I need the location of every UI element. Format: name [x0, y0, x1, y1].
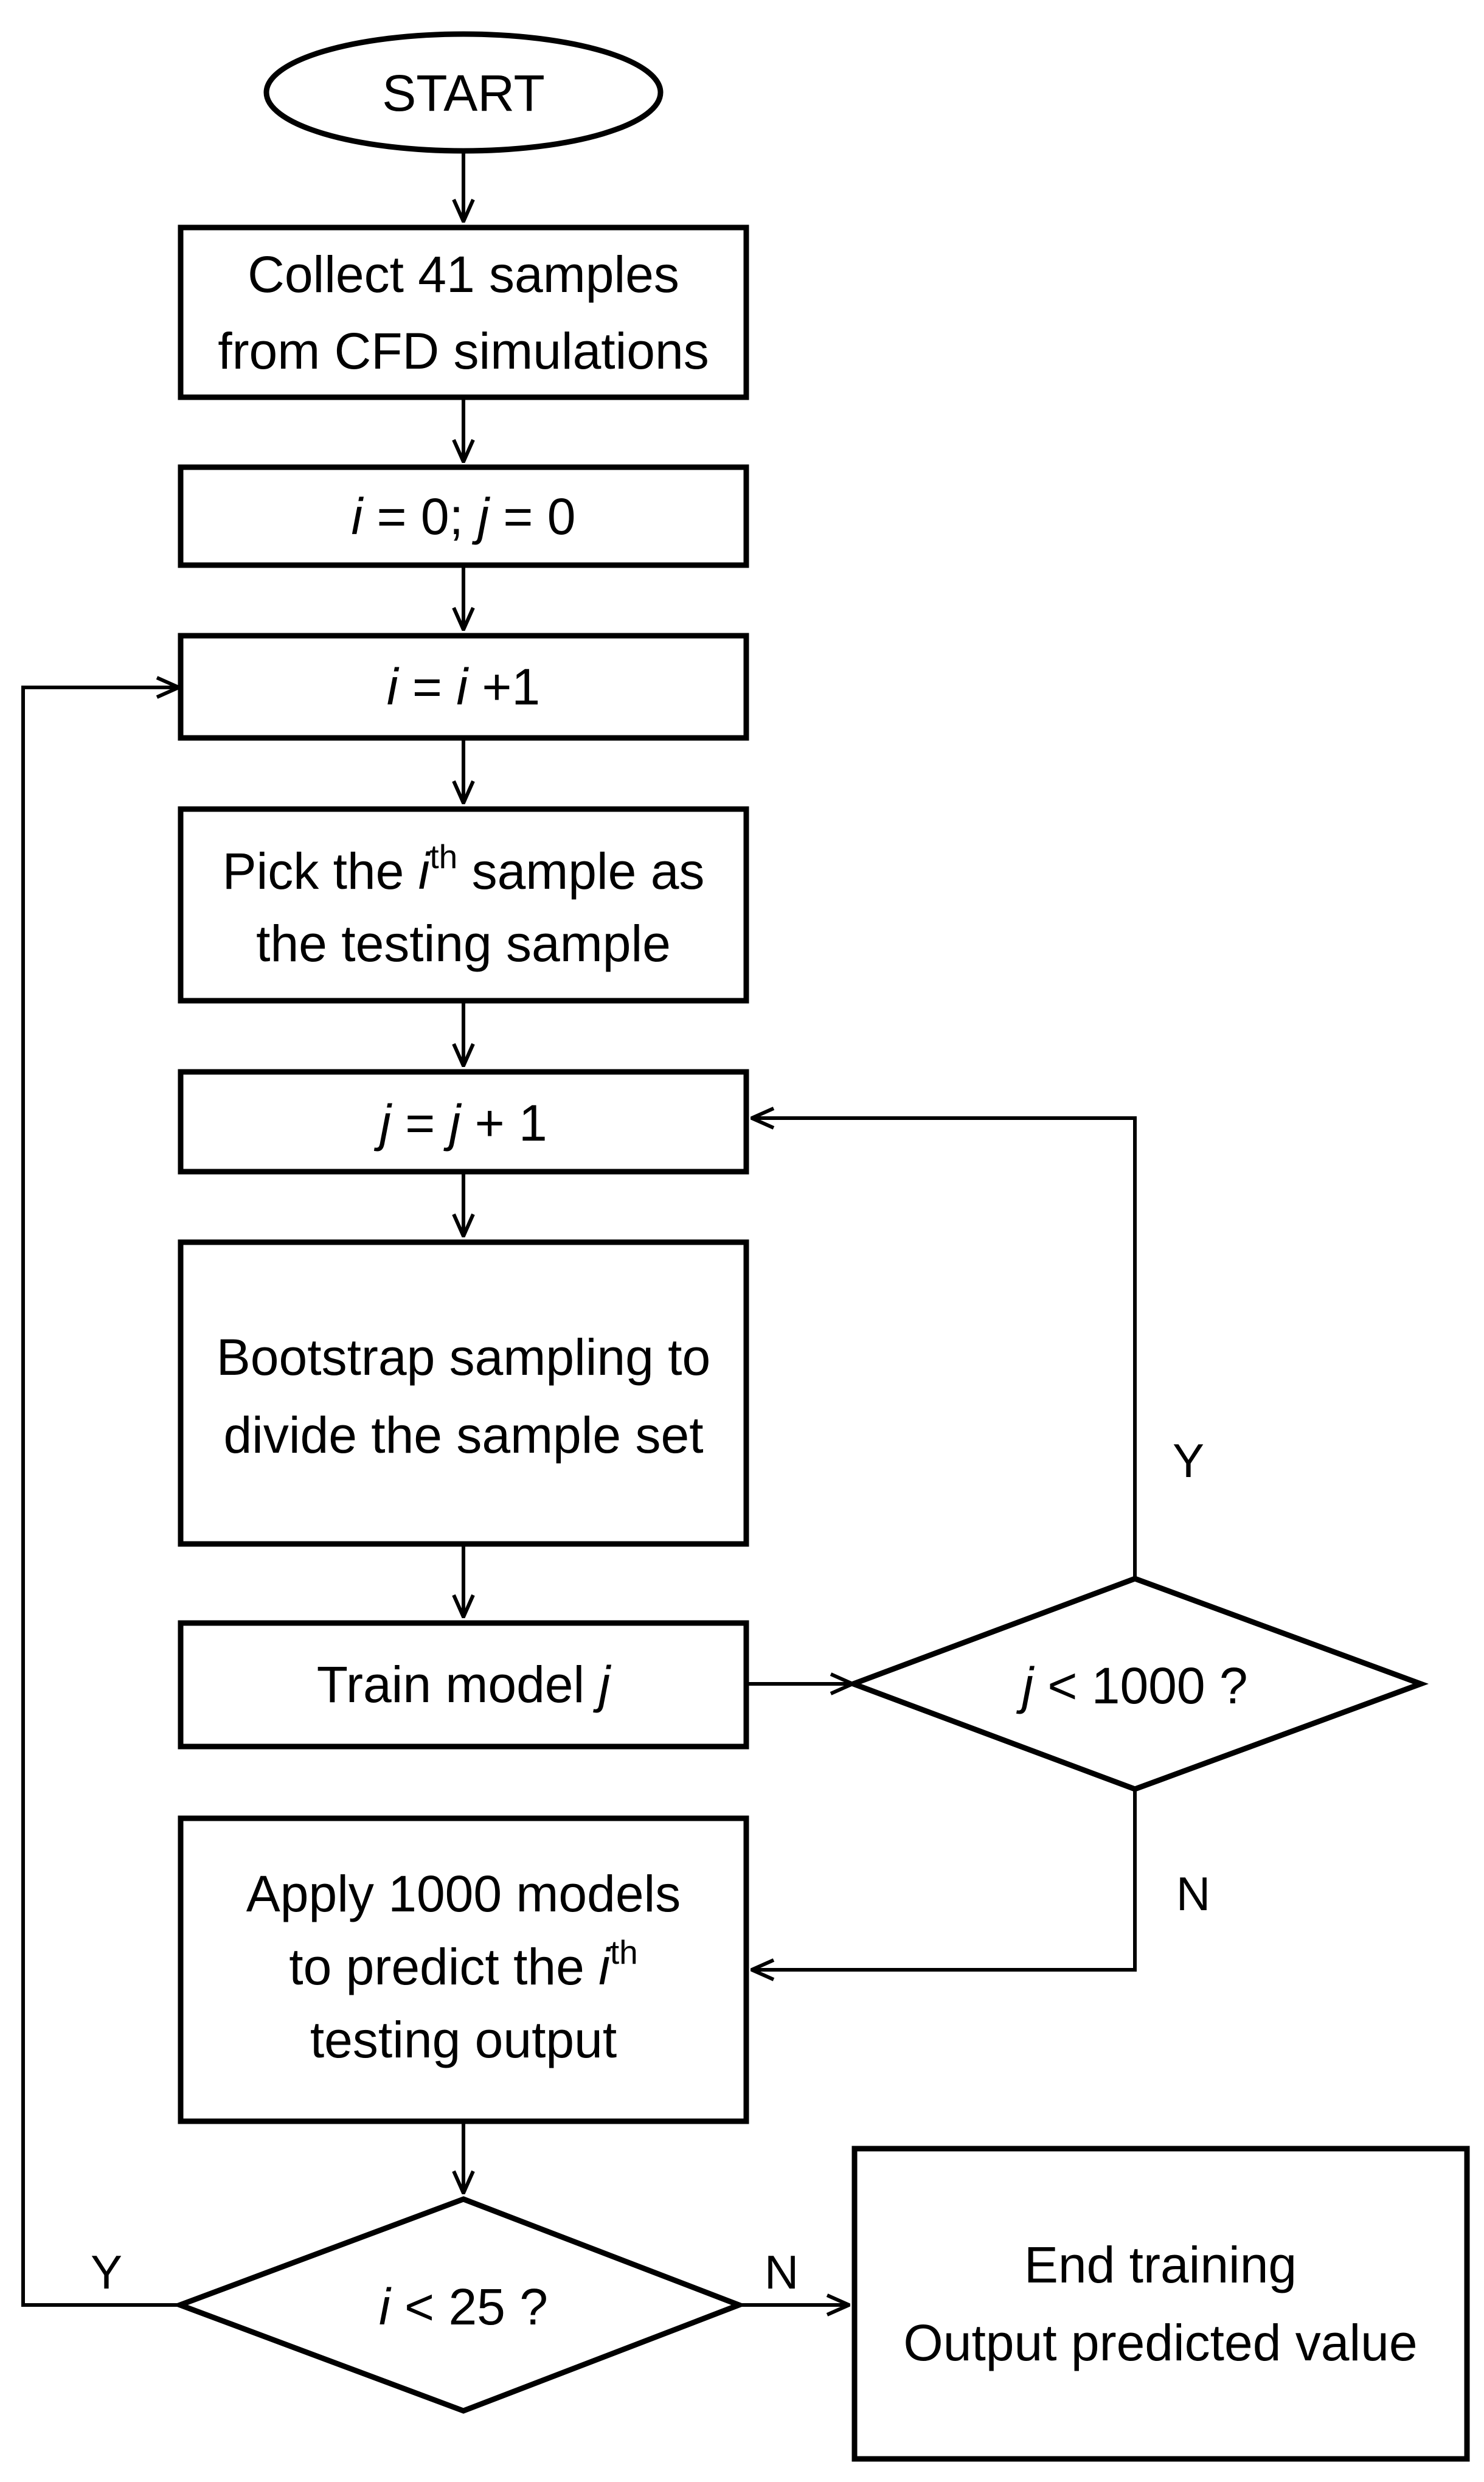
- edge-decision-j-yes-loop: [752, 1118, 1137, 1579]
- end-label-line2: Output predicted value: [903, 2314, 1417, 2371]
- collect-label-line1: Collect 41 samples: [248, 246, 679, 303]
- bootstrap-box: [178, 1239, 749, 1547]
- increment-i-label: i = i +1: [387, 658, 540, 715]
- pick-node: Pick the ith sample as the testing sampl…: [178, 806, 749, 1004]
- start-node: START: [263, 31, 664, 154]
- decision-i-node: i < 25 ?: [172, 2196, 747, 2414]
- apply-node: Apply 1000 models to predict the ith tes…: [178, 1815, 749, 2124]
- init-box: [178, 464, 749, 568]
- start-ellipse: [263, 31, 664, 154]
- end-node: End training Output predicted value: [851, 2146, 1470, 2462]
- init-label: i = 0; j = 0: [352, 488, 576, 545]
- bootstrap-node: Bootstrap sampling to divide the sample …: [178, 1239, 749, 1547]
- bootstrap-label-line2: divide the sample set: [223, 1406, 703, 1464]
- train-label: Train model j: [317, 1656, 612, 1713]
- pick-box: [178, 806, 749, 1004]
- end-box: [851, 2146, 1470, 2462]
- apply-box: [178, 1815, 749, 2124]
- decision-i-label: i < 25 ?: [379, 2278, 548, 2335]
- increment-i-box: [178, 633, 749, 741]
- decision-j-label: j < 1000 ?: [1016, 1657, 1247, 1714]
- apply-label-line2: to predict the ith: [289, 1933, 638, 1995]
- increment-j-node: j = j + 1: [178, 1069, 749, 1175]
- decision-j-diamond: [845, 1576, 1429, 1792]
- apply-label-line3: testing output: [310, 2011, 617, 2068]
- edge-label-i-no: N: [765, 2245, 799, 2299]
- init-node: i = 0; j = 0: [178, 464, 749, 568]
- end-label-line1: End training: [1024, 2236, 1297, 2293]
- edge-decision-j-no-to-apply: [752, 1789, 1137, 1970]
- collect-box: [178, 224, 749, 400]
- pick-label-line1: Pick the ith sample as: [223, 838, 705, 900]
- train-box: [178, 1620, 749, 1750]
- apply-label-line1: Apply 1000 models: [246, 1865, 681, 1922]
- increment-j-label: j = j + 1: [373, 1094, 547, 1152]
- increment-j-box: [178, 1069, 749, 1175]
- edge-decision-i-yes-loop: [21, 687, 180, 2307]
- decision-j-node: j < 1000 ?: [845, 1576, 1429, 1792]
- increment-i-node: i = i +1: [178, 633, 749, 741]
- pick-label-line2: the testing sample: [256, 915, 671, 972]
- edge-label-j-no: N: [1176, 1867, 1210, 1921]
- edges: [21, 152, 1137, 2307]
- edge-label-j-yes: Y: [1173, 1434, 1204, 1487]
- bootstrap-label-line1: Bootstrap sampling to: [217, 1329, 710, 1386]
- start-label: START: [382, 64, 545, 122]
- decision-i-diamond: [172, 2196, 747, 2414]
- collect-label-line2: from CFD simulations: [218, 322, 709, 380]
- edge-label-i-yes: Y: [91, 2245, 122, 2299]
- collect-node: Collect 41 samples from CFD simulations: [178, 224, 749, 400]
- train-node: Train model j: [178, 1620, 749, 1750]
